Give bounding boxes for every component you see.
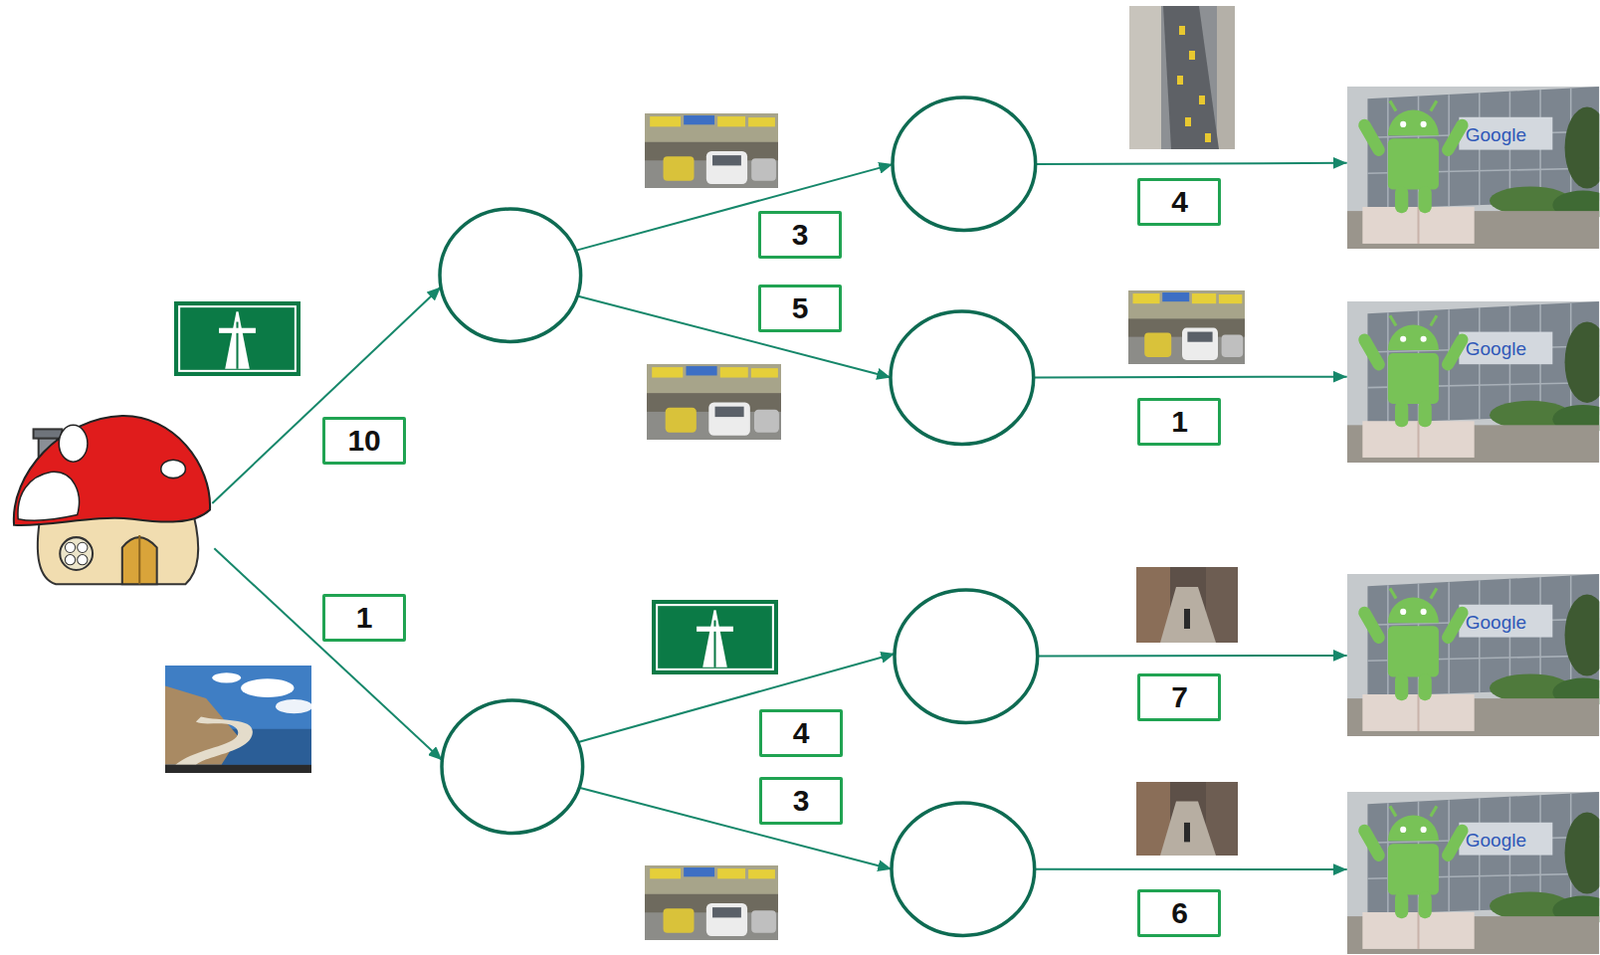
start-house [9, 412, 214, 587]
cost-number: 3 [793, 784, 810, 817]
goal-photo: Google [1347, 86, 1600, 249]
goal-photo: Google [1347, 301, 1600, 463]
cost-box: 3 [758, 210, 842, 259]
traffic-photo [646, 364, 782, 440]
transition-arrow [579, 788, 892, 870]
state-circle [892, 588, 1040, 725]
cost-box: 6 [1137, 889, 1221, 938]
city-photo [1129, 5, 1235, 150]
traffic-photo [1128, 290, 1245, 365]
state-circle [889, 800, 1037, 938]
state-ellipse [892, 97, 1036, 230]
goal-photo-image [1347, 574, 1600, 737]
cost-box: 7 [1137, 673, 1221, 722]
cost-number: 4 [1171, 185, 1189, 218]
street-photo [1136, 567, 1238, 643]
state-outline [439, 698, 586, 835]
node-picture [1347, 792, 1600, 955]
cost-box: 1 [322, 594, 406, 642]
cost-box: 3 [759, 777, 843, 825]
transition-arrow [213, 548, 442, 761]
sign-text: Google [1465, 125, 1527, 147]
goal-photo-image [1347, 792, 1600, 955]
cost-number: 6 [1171, 896, 1189, 930]
transition-arrow [1035, 163, 1348, 165]
traffic-photo [644, 865, 779, 941]
state-outline [892, 588, 1040, 725]
state-ellipse [894, 590, 1038, 723]
transition-arrow [577, 653, 895, 743]
state-circle [437, 206, 584, 344]
road-photo [165, 665, 313, 774]
traffic-photo [644, 113, 779, 189]
goal-photo-image [1347, 301, 1600, 463]
state-circle [890, 95, 1038, 232]
goal-photo-image [1347, 86, 1600, 249]
cost-box: 5 [758, 284, 842, 333]
street-photo [1136, 782, 1238, 856]
transition-arrow [575, 164, 893, 251]
goal-photo: Google [1347, 574, 1600, 737]
state-circle [888, 309, 1036, 446]
sign-text: Google [1465, 612, 1527, 634]
cost-number: 7 [1171, 680, 1189, 714]
node-picture [1347, 301, 1600, 463]
transition-arrow [1037, 654, 1348, 658]
node-picture [9, 412, 214, 587]
state-ellipse [891, 802, 1035, 936]
state-ellipse [441, 700, 584, 833]
motorway-sign [651, 600, 779, 675]
state-ellipse [439, 208, 582, 342]
sign-text: Google [1465, 339, 1527, 361]
node-picture [1347, 574, 1600, 737]
sign-text: Google [1465, 830, 1527, 852]
cost-box: 4 [759, 709, 843, 758]
transition-arrow [1034, 868, 1348, 871]
state-outline [889, 800, 1037, 938]
cost-number: 4 [793, 716, 810, 750]
state-outline [437, 206, 584, 344]
transition-arrow [1033, 376, 1348, 380]
motorway-sign [174, 301, 301, 377]
transition-arrow [577, 295, 891, 378]
cost-number: 10 [347, 423, 381, 457]
state-outline [888, 309, 1036, 446]
cost-box: 10 [322, 416, 406, 465]
state-ellipse [890, 311, 1034, 444]
state-circle [439, 698, 586, 835]
start-house-image [13, 415, 210, 585]
cost-number: 3 [792, 217, 809, 251]
state-outline [890, 95, 1038, 232]
cost-number: 1 [1171, 404, 1189, 438]
cost-box: 1 [1137, 398, 1221, 446]
node-picture [1347, 86, 1600, 249]
cost-number: 5 [792, 291, 809, 325]
transition-arrow [211, 286, 441, 504]
goal-photo: Google [1347, 792, 1600, 955]
cost-box: 4 [1137, 178, 1221, 226]
cost-number: 1 [356, 600, 374, 634]
